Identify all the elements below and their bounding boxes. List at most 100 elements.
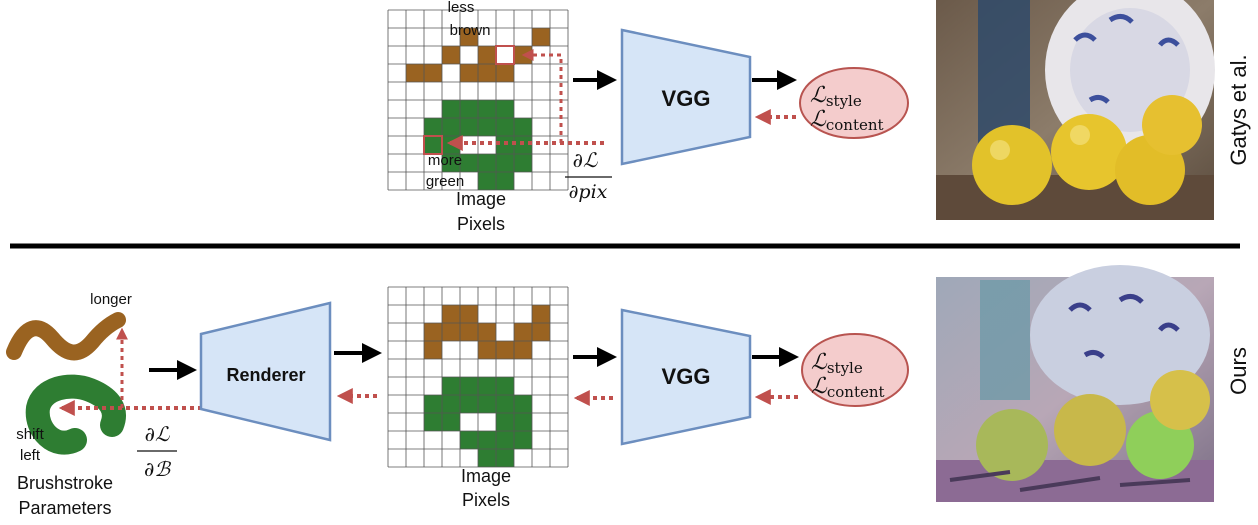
top-grad-numerator: ∂ℒ <box>573 148 598 172</box>
pixel-cell <box>514 413 532 431</box>
pixel-cell <box>478 323 496 341</box>
shift-label: shift <box>16 426 44 443</box>
left-label: left <box>20 447 41 464</box>
pixel-cell <box>460 28 478 46</box>
pixel-cell <box>514 341 532 359</box>
less-label: less <box>448 0 475 16</box>
pixel-cell <box>532 305 550 323</box>
pixel-cell <box>442 413 460 431</box>
pixel-cell <box>424 413 442 431</box>
pixel-cell <box>424 118 442 136</box>
pixel-cell <box>478 118 496 136</box>
highlighted-pixel <box>423 135 443 155</box>
pixel-cell <box>478 449 496 467</box>
bottom-loss-style: ℒstyle <box>811 350 863 377</box>
top-vgg-box <box>620 28 752 166</box>
more-label: more <box>428 152 462 169</box>
pixel-cell <box>460 154 478 172</box>
pixel-cell <box>496 118 514 136</box>
pixel-cell <box>532 323 550 341</box>
pixel-cell <box>496 449 514 467</box>
pixel-cell <box>442 118 460 136</box>
longer-label: longer <box>90 291 132 308</box>
top-grad-arrow-to-brown <box>521 49 563 143</box>
pixel-cell <box>478 154 496 172</box>
bottom-pixels-label: Pixels <box>462 490 510 510</box>
pixel-cell <box>496 341 514 359</box>
bottom-vgg-box <box>620 308 752 446</box>
bottom-loss-ellipse <box>801 333 909 407</box>
pixel-cell <box>514 431 532 449</box>
bottom-grad-numerator: ∂ℒ <box>145 422 170 446</box>
pixel-cell <box>478 46 496 64</box>
top-image-label: Image <box>456 189 506 209</box>
pixel-cell <box>496 100 514 118</box>
top-pixel-grid <box>387 9 569 191</box>
pixel-cell <box>478 341 496 359</box>
pixel-cell <box>460 305 478 323</box>
pixel-cell <box>514 395 532 413</box>
pixel-cell <box>442 46 460 64</box>
pixel-cell <box>442 305 460 323</box>
ours-side-label: Ours <box>1226 347 1251 395</box>
pixel-cell <box>478 377 496 395</box>
top-pixels-label: Pixels <box>457 214 505 234</box>
ours-stylized-painting <box>936 265 1214 502</box>
bottom-vgg-label: VGG <box>662 364 711 389</box>
top-loss-ellipse <box>799 67 909 139</box>
pixel-cell <box>478 172 496 190</box>
brown-label: brown <box>450 22 491 39</box>
pixel-cell <box>424 395 442 413</box>
green-label: green <box>426 173 464 190</box>
gatys-side-label: Gatys et al. <box>1226 54 1251 165</box>
renderer-box <box>199 301 332 442</box>
pixel-cell <box>442 154 460 172</box>
top-loss-content: ℒcontent <box>810 107 884 134</box>
bottom-pixel-grid <box>387 286 569 468</box>
pixel-cell <box>460 377 478 395</box>
brown-brushstroke <box>6 312 126 361</box>
pixel-cell <box>514 118 532 136</box>
pixel-cell <box>442 395 460 413</box>
pixel-cell <box>460 64 478 82</box>
pixel-cell <box>496 172 514 190</box>
pixel-cell <box>460 118 478 136</box>
highlighted-pixel <box>495 45 515 65</box>
pixel-cell <box>478 431 496 449</box>
pixel-cell <box>496 377 514 395</box>
pixel-cell <box>478 395 496 413</box>
pixel-cell <box>424 136 442 154</box>
pixel-cell <box>496 154 514 172</box>
pixel-cell <box>460 395 478 413</box>
pixel-cell <box>460 323 478 341</box>
pixel-cell <box>406 64 424 82</box>
bottom-grad-denominator: ∂ℬ <box>144 457 171 481</box>
pixel-cell <box>532 28 550 46</box>
pixel-cell <box>442 377 460 395</box>
pixel-cell <box>460 100 478 118</box>
pixel-cell <box>442 100 460 118</box>
parameters-label: Parameters <box>18 498 111 518</box>
top-vgg-label: VGG <box>662 86 711 111</box>
bottom-image-label: Image <box>461 466 511 486</box>
green-brushstroke <box>25 374 126 455</box>
pixel-cell <box>424 341 442 359</box>
renderer-label: Renderer <box>226 365 305 385</box>
pixel-cell <box>496 64 514 82</box>
pixel-cell <box>442 323 460 341</box>
pixel-cell <box>478 100 496 118</box>
pixel-cell <box>496 431 514 449</box>
gatys-stylized-painting <box>936 0 1215 220</box>
pixel-cell <box>424 64 442 82</box>
top-grad-denominator: ∂pix <box>569 181 608 203</box>
pixel-cell <box>496 395 514 413</box>
pixel-cell <box>496 413 514 431</box>
pixel-cell <box>478 64 496 82</box>
pixel-cell <box>460 431 478 449</box>
brushstroke-label: Brushstroke <box>17 473 113 493</box>
bottom-loss-content: ℒcontent <box>811 374 885 401</box>
pixel-cell <box>514 323 532 341</box>
pixel-cell <box>514 154 532 172</box>
top-loss-style: ℒstyle <box>810 83 862 110</box>
